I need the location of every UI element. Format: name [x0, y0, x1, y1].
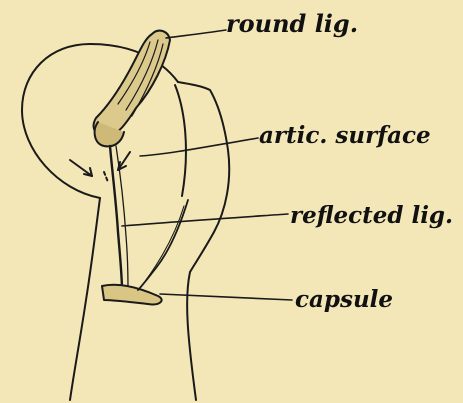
label-artic-surface: artic. surface — [259, 124, 431, 147]
label-reflected-lig: reflected lig. — [290, 204, 453, 227]
shaft-left-outline — [70, 198, 100, 400]
fovea-notch — [104, 172, 108, 182]
label-capsule: capsule — [295, 288, 393, 311]
capsule-tissue — [102, 285, 162, 305]
head-inner-margin — [175, 85, 186, 196]
leader-reflected-lig — [122, 214, 288, 226]
capsule-shred — [138, 200, 188, 290]
round-ligament — [94, 31, 170, 138]
arrow-left — [70, 160, 92, 176]
leader-round-lig — [166, 30, 226, 38]
leader-artic-surface — [140, 138, 258, 156]
leader-capsule — [160, 294, 292, 300]
label-round-lig: round lig. — [226, 12, 358, 36]
